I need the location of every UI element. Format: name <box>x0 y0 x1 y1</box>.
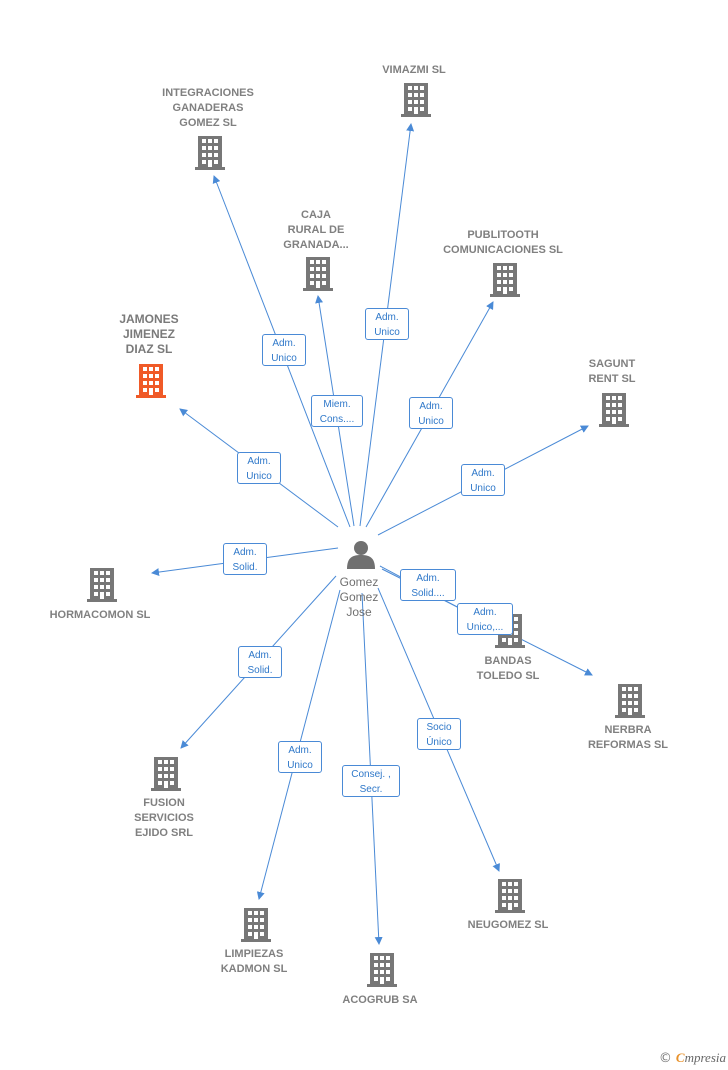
person-icon[interactable] <box>347 541 375 569</box>
building-icon[interactable] <box>599 393 629 427</box>
building-icon[interactable] <box>615 684 645 718</box>
building-icon[interactable] <box>87 568 117 602</box>
relation-label-bandas[interactable]: Adm. Solid.... <box>400 569 456 601</box>
building-icon[interactable] <box>401 83 431 117</box>
company-label-bandas[interactable]: BANDAS TOLEDO SL <box>476 655 540 682</box>
company-label-vimazmi[interactable]: VIMAZMI SL <box>382 64 446 76</box>
relation-label-integraciones[interactable]: Adm. Unico <box>262 334 306 366</box>
company-label-caja-rural[interactable]: CAJA RURAL DE GRANADA... <box>283 209 349 251</box>
building-icon[interactable] <box>136 364 166 398</box>
brand-watermark: ©Cmpresia <box>659 1050 726 1066</box>
copyright-symbol: © <box>658 1051 672 1066</box>
relation-label-fusion[interactable]: Adm. Solid. <box>238 646 282 678</box>
company-label-fusion[interactable]: FUSION SERVICIOS EJIDO SRL <box>134 797 194 839</box>
building-icon[interactable] <box>195 136 225 170</box>
relation-label-publitooth[interactable]: Adm. Unico <box>409 397 453 429</box>
building-icon[interactable] <box>490 263 520 297</box>
company-label-jamones[interactable]: JAMONES JIMENEZ DIAZ SL <box>119 312 179 356</box>
relation-label-sagunt[interactable]: Adm. Unico <box>461 464 505 496</box>
relation-label-jamones[interactable]: Adm. Unico <box>237 452 281 484</box>
relation-label-nerbra[interactable]: Adm. Unico,... <box>457 603 513 635</box>
company-label-acogrub[interactable]: ACOGRUB SA <box>342 994 418 1006</box>
building-icon[interactable] <box>241 908 271 942</box>
company-label-sagunt[interactable]: SAGUNT RENT SL <box>588 358 636 385</box>
company-label-integraciones[interactable]: INTEGRACIONES GANADERAS GOMEZ SL <box>162 87 254 129</box>
brand-initial: C <box>675 1050 685 1065</box>
relation-label-vimazmi[interactable]: Adm. Unico <box>365 308 409 340</box>
relation-label-acogrub[interactable]: Consej. , Secr. <box>342 765 400 797</box>
company-label-nerbra[interactable]: NERBRA REFORMAS SL <box>587 724 669 751</box>
relation-label-neugomez[interactable]: Socio Único <box>417 718 461 750</box>
relation-label-hormacomon[interactable]: Adm. Solid. <box>223 543 267 575</box>
company-label-hormacomon[interactable]: HORMACOMON SL <box>49 609 151 621</box>
company-label-neugomez[interactable]: NEUGOMEZ SL <box>467 919 549 931</box>
brand-name: mpresia <box>684 1050 726 1065</box>
company-label-limpiezas[interactable]: LIMPIEZAS KADMON SL <box>220 948 288 975</box>
person-name-label[interactable]: Gomez Gomez Jose <box>339 575 379 619</box>
relation-label-caja-rural[interactable]: Miem. Cons.... <box>311 395 363 427</box>
building-icon[interactable] <box>367 953 397 987</box>
building-icon[interactable] <box>151 757 181 791</box>
building-icon[interactable] <box>303 257 333 291</box>
company-label-publitooth[interactable]: PUBLITOOTH COMUNICACIONES SL <box>443 229 563 256</box>
relation-label-limpiezas[interactable]: Adm. Unico <box>278 741 322 773</box>
building-icon[interactable] <box>495 879 525 913</box>
